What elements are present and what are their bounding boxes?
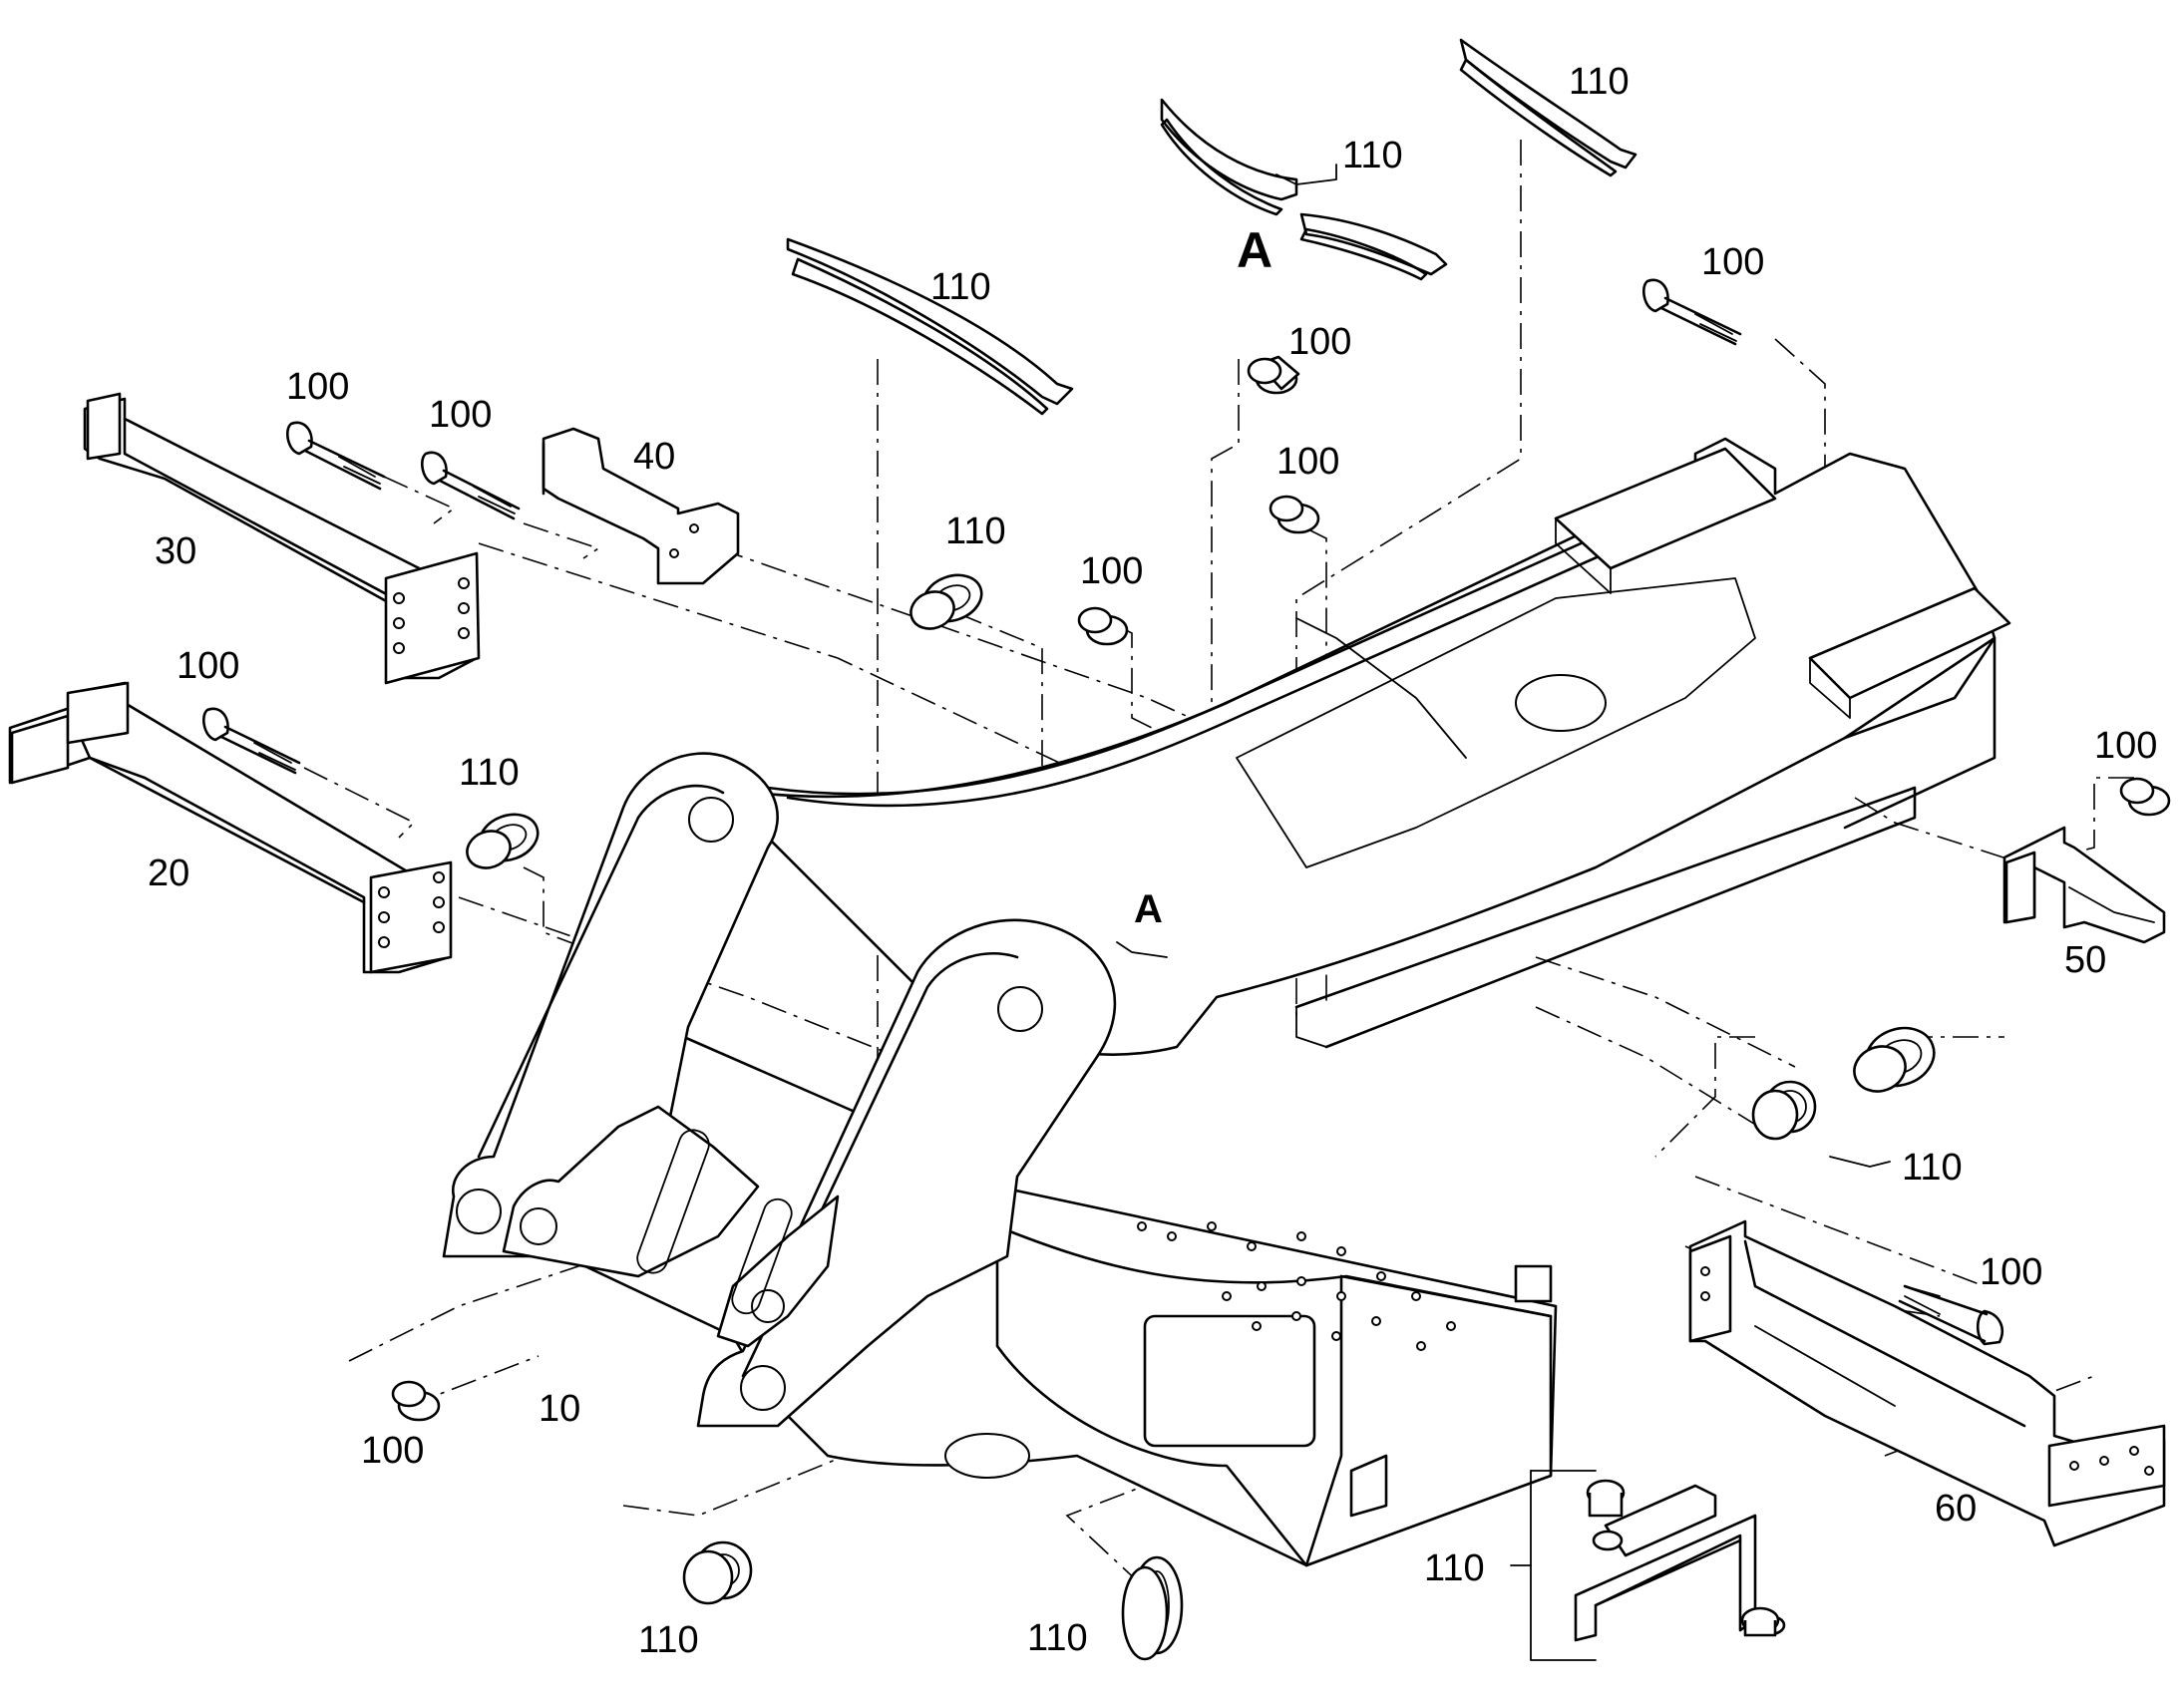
label-50: 50 bbox=[2064, 939, 2106, 981]
bracket-50 bbox=[2002, 826, 2166, 944]
label-30: 30 bbox=[155, 530, 196, 572]
bolts bbox=[201, 278, 2171, 1422]
bolt-100-a bbox=[285, 421, 386, 491]
bushing-100-1 bbox=[1247, 355, 1300, 395]
label-110: 110 bbox=[459, 752, 520, 794]
label-100: 100 bbox=[2094, 725, 2157, 767]
bolt-100-d bbox=[1641, 278, 1742, 346]
label-100: 100 bbox=[1276, 441, 1339, 483]
label-100: 100 bbox=[1080, 550, 1143, 592]
strip-110-a2 bbox=[1299, 212, 1448, 281]
ring-110-4 bbox=[1751, 1080, 1817, 1141]
detail-label-a: A bbox=[1237, 222, 1272, 278]
label-100: 100 bbox=[361, 1430, 424, 1472]
label-110: 110 bbox=[1902, 1147, 1963, 1189]
bushing-100-2 bbox=[1269, 495, 1320, 534]
ring-110-5 bbox=[682, 1540, 753, 1605]
bolt-100-c bbox=[201, 707, 301, 775]
bushing-100-3 bbox=[1077, 606, 1129, 646]
frame-holes bbox=[1137, 1221, 1456, 1351]
label-110: 110 bbox=[1342, 135, 1403, 176]
cross-member-30 bbox=[83, 392, 481, 685]
ring-110-6 bbox=[1121, 1555, 1184, 1661]
clamp-bracket-110 bbox=[1574, 1479, 1786, 1642]
strip-110-right bbox=[1459, 38, 1637, 177]
label-110: 110 bbox=[1569, 61, 1630, 103]
main-frame bbox=[442, 437, 2011, 1567]
callout-labels: 10 20 30 40 50 60 100 100 100 100 100 10… bbox=[148, 61, 2157, 1661]
label-110: 110 bbox=[1027, 1617, 1088, 1659]
label-110: 110 bbox=[1424, 1547, 1485, 1589]
ring-110-1 bbox=[909, 573, 983, 630]
bushing-100-4 bbox=[2119, 777, 2171, 817]
label-40: 40 bbox=[633, 436, 675, 478]
label-100: 100 bbox=[429, 394, 492, 436]
label-100: 100 bbox=[177, 645, 239, 687]
label-100: 100 bbox=[1980, 1251, 2042, 1293]
cross-member-20 bbox=[8, 681, 453, 974]
label-110: 110 bbox=[638, 1619, 699, 1661]
grommets bbox=[466, 38, 1936, 1661]
cross-member-60 bbox=[1688, 1219, 2166, 1547]
detail-label-a: A bbox=[1134, 887, 1163, 931]
strip-110-left bbox=[786, 237, 1074, 416]
callout-brackets bbox=[1116, 164, 1891, 1661]
ring-110-2 bbox=[466, 813, 540, 869]
bolt-100-e bbox=[1898, 1284, 2004, 1346]
bolt-100-b bbox=[420, 451, 521, 520]
label-10: 10 bbox=[539, 1388, 580, 1430]
label-100: 100 bbox=[286, 366, 349, 408]
bushing-100-5 bbox=[391, 1380, 441, 1422]
label-20: 20 bbox=[148, 853, 189, 894]
label-60: 60 bbox=[1935, 1488, 1977, 1530]
bracket-40 bbox=[542, 427, 740, 585]
label-110: 110 bbox=[945, 511, 1006, 552]
strip-110-a1 bbox=[1160, 98, 1298, 216]
label-100: 100 bbox=[1701, 241, 1764, 283]
ring-110-3 bbox=[1853, 1026, 1936, 1093]
label-100: 100 bbox=[1288, 321, 1351, 363]
label-110: 110 bbox=[930, 266, 991, 308]
